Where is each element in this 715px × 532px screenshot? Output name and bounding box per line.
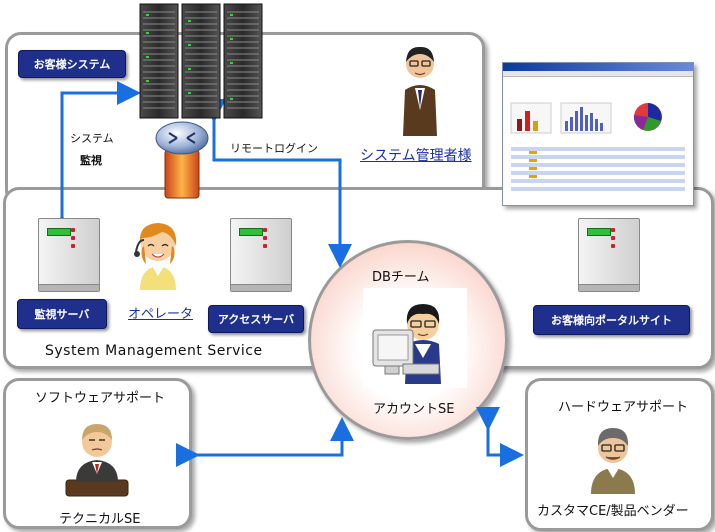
system-monitor-label-2: 監視 [80,154,102,167]
software-support-arrow [176,417,354,467]
hardware-support-label: ハードウェアサポート [558,400,689,415]
system-admin-link[interactable]: システム管理者様 [360,148,472,164]
report-window-screenshot [502,62,694,206]
monitoring-arrow [50,81,141,238]
portal-server-icon [578,218,640,292]
portal-site-tag: お客様向ポータルサイト [533,305,690,335]
access-server-tag: アクセスサーバ [208,305,304,333]
software-support-label: ソフトウェアサポート [35,391,166,406]
router-firewall-icon [155,121,209,199]
technical-se-label: テクニカルSE [59,512,141,527]
account-se-person-icon [372,304,441,384]
operator-link[interactable]: オペレータ [128,307,194,322]
technical-se-person-icon [65,424,129,497]
customer-system-tag: お客様システム [18,50,126,78]
system-monitor-label-1: システム [70,132,114,145]
system-admin-person-icon [403,46,437,136]
customer-ce-label: カスタマCE/製品ベンダー [537,504,689,519]
monitor-server-icon [38,218,100,292]
operator-person-icon [134,223,177,290]
hardware-support-arrow [476,407,524,467]
rack-server-icon [139,3,263,119]
customer-ce-person-icon [591,428,635,494]
remote-login-label: リモートログイン [230,142,318,155]
db-team-label: DBチーム [372,270,430,285]
account-se-label: アカウントSE [373,402,455,417]
monitor-server-tag: 監視サーバ [17,299,107,329]
remote-login-arrow [202,99,352,268]
access-server-icon [230,218,292,292]
sms-label: System Management Service [45,343,263,359]
